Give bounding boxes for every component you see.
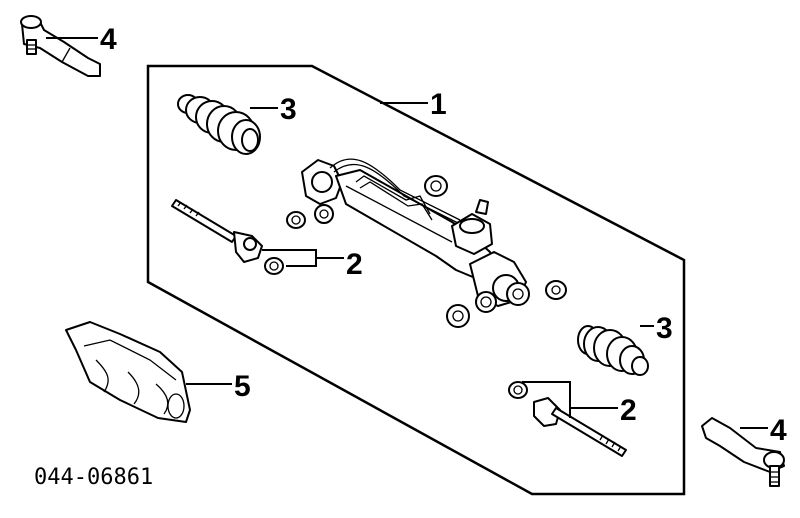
tie-rod-upper [171, 199, 284, 275]
callout-1: 1 [430, 88, 447, 121]
rack-housing [286, 158, 530, 313]
tie-rod-end-left [20, 15, 101, 77]
bushing-bottom [446, 304, 470, 328]
callout-2-lower: 2 [620, 394, 637, 427]
heat-shield [65, 321, 191, 423]
tie-rod-lower [508, 381, 627, 457]
callout-3-upper: 3 [280, 93, 297, 126]
assembly-frame [146, 64, 686, 496]
callout-2-upper: 2 [346, 248, 363, 281]
callout-5: 5 [234, 370, 251, 403]
leader-2-lower [522, 381, 571, 418]
bushing-right [545, 280, 567, 300]
boot-upper [177, 94, 261, 155]
tie-rod-end-right [701, 417, 785, 487]
callout-4-right: 4 [770, 414, 787, 447]
diagram-code: 044-06861 [34, 465, 153, 490]
callout-3-lower: 3 [656, 312, 673, 345]
boot-lower [577, 325, 649, 376]
bushing-top [424, 175, 448, 197]
callout-4-left: 4 [100, 23, 117, 56]
